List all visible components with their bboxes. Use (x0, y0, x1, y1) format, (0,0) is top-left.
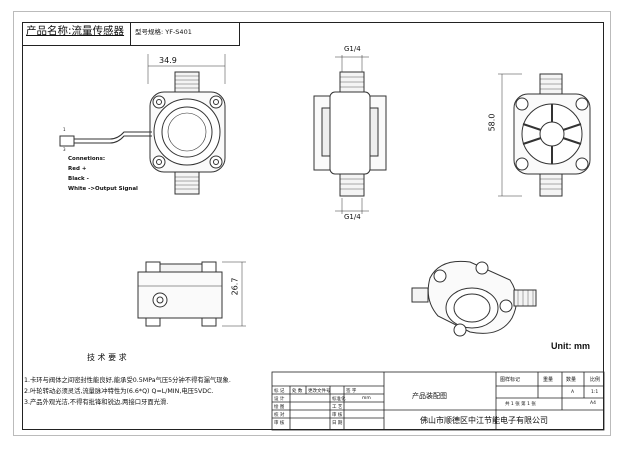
tb-company: 佛山市顺德区中江节能电子有限公司 (420, 416, 548, 425)
wire-black: Black - (68, 176, 89, 182)
tech-title: 技 术 要 求 (87, 353, 127, 362)
tb-draw: 绘 图 (274, 405, 285, 410)
dim-width: 34.9 (159, 56, 177, 65)
tb-drawing-name: 产品装配图 (412, 392, 447, 400)
title-block-grid (271, 371, 605, 431)
tb-stage-mark: 图样标记 (500, 377, 521, 383)
tech-line-3: 3.产品外观光洁,不得有批锋和锐边,两接口牙面光滑. (24, 399, 169, 406)
pin-3-label: 3 (63, 147, 66, 152)
dim-thread-bottom: G1/4 (344, 213, 361, 221)
pin-1-label: 1 (63, 127, 66, 132)
dim-thickness: 26.7 (230, 277, 240, 296)
tech-line-1: 1.卡环与阀体之间密封性能良好,能承受0.5MPa气压5分钟不得有漏气现象. (24, 377, 231, 384)
tb-mark: 标 记 (274, 389, 285, 394)
tb-stage-val: A (571, 390, 575, 395)
dim-thread-top: G1/4 (344, 45, 361, 53)
tb-size: A4 (590, 401, 596, 406)
outer-border (13, 11, 611, 436)
product-name: 产品名称:流量传感器 (22, 22, 131, 46)
tech-requirements: 1.卡环与阀体之间密封性能良好,能承受0.5MPa气压5分钟不得有漏气现象. 2… (24, 375, 231, 408)
tb-count: 处 数 (292, 389, 303, 394)
isometric-view (411, 260, 537, 337)
tb-std: 标准化 (332, 397, 346, 402)
tb-design: 设 计 (274, 397, 285, 402)
tb-date: 日 期 (332, 421, 343, 426)
connections-title: Connetions: (68, 156, 106, 162)
tb-change-doc: 更改文件号 (308, 389, 331, 394)
tb-approve: 审 核 (274, 421, 285, 426)
bottom-view (137, 261, 246, 327)
tb-weight: 重量 (543, 377, 554, 383)
side-view (313, 55, 387, 214)
tb-sign: 签 字 (346, 389, 357, 394)
wire-white: White ->Output Signal (68, 186, 138, 192)
tb-review: 审 核 (332, 413, 343, 418)
tb-scale: 比例 (590, 377, 601, 383)
tb-qty: 数量 (566, 377, 577, 383)
tb-sheet: 共 1 张 第 1 张 (505, 402, 536, 407)
dim-height: 58.0 (487, 113, 497, 132)
inner-border (22, 22, 604, 430)
header-block: 产品名称:流量传感器 型号规格: YF-S401 (22, 22, 240, 46)
wire-red: Red + (68, 166, 87, 172)
tech-line-2: 2.叶轮转动必须灵活,流量脉冲特性为(6.6*Q) Q=L/MIN,电压5VDC… (24, 388, 214, 395)
tb-scale-val: 1:1 (591, 390, 599, 395)
connections-legend: Connetions: Red + Black - White ->Output… (68, 154, 138, 194)
model-spec: 型号规格: YF-S401 (131, 22, 240, 46)
tb-check: 校 对 (274, 413, 285, 418)
front-view (59, 54, 226, 195)
unit-label: Unit: mm (551, 341, 590, 351)
back-view (498, 73, 591, 197)
tb-process: 工 艺 (332, 405, 343, 410)
tb-unit-mm: mm (362, 396, 371, 401)
